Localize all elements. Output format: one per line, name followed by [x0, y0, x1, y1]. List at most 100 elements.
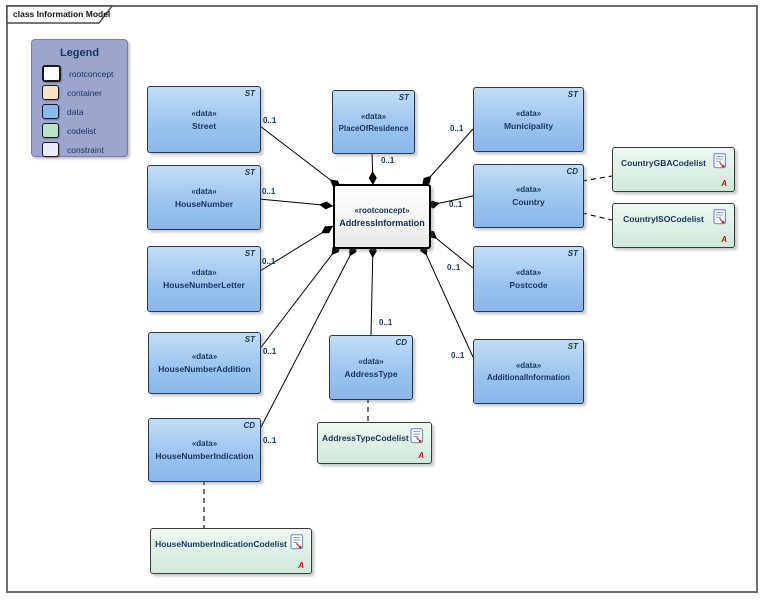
- node-country-iso-codelist[interactable]: CountryISOCodelist A: [612, 203, 735, 248]
- diagram-frame-tab: [6, 5, 114, 24]
- type-tag: ST: [244, 89, 255, 98]
- legend-swatch-data: [42, 104, 59, 119]
- node-additional-information[interactable]: ST «data» AdditionalInformation: [473, 339, 584, 404]
- multiplicity-house-number: 0..1: [262, 187, 276, 196]
- multiplicity-additional-information: 0..1: [451, 351, 465, 360]
- stereotype-label: «data»: [191, 439, 218, 448]
- stereotype-label: «data»: [515, 361, 542, 370]
- node-name: AddressInformation: [339, 217, 425, 228]
- node-address-information[interactable]: «rootconcept» AddressInformation: [333, 184, 431, 249]
- legend-item-rootconcept: rootconcept: [42, 65, 127, 82]
- type-tag: ST: [567, 90, 578, 99]
- legend-label: constraint: [67, 144, 104, 155]
- edge-place-of-residence: [368, 151, 377, 186]
- artifact-badge: A: [721, 235, 727, 244]
- node-country-gba-codelist[interactable]: CountryGBACodelist A: [612, 147, 735, 192]
- node-name: Municipality: [503, 120, 554, 131]
- stereotype-label: «data»: [191, 108, 217, 118]
- multiplicity-postcode: 0..1: [447, 263, 461, 272]
- document-icon: [410, 428, 424, 449]
- legend-label: container: [67, 87, 102, 98]
- stereotype-label: «rootconcept»: [354, 205, 410, 215]
- legend-item-data: data: [42, 104, 127, 119]
- node-name: CountryISOCodelist: [623, 214, 704, 224]
- node-street[interactable]: ST «data» Street: [147, 86, 261, 153]
- multiplicity-house-number-indication: 0..1: [263, 436, 277, 445]
- edge-house-number-indication: [258, 243, 357, 432]
- edge-street: [259, 125, 342, 189]
- node-postcode[interactable]: ST «data» Postcode: [473, 246, 584, 312]
- node-house-number[interactable]: ST «data» HouseNumber: [147, 165, 261, 230]
- node-name: AddressType: [344, 368, 398, 379]
- edge-address-type: [368, 243, 377, 336]
- multiplicity-street: 0..1: [263, 116, 277, 125]
- node-name: CountryGBACodelist: [621, 158, 706, 168]
- node-name: HouseNumberIndication: [155, 451, 254, 461]
- node-municipality[interactable]: ST «data» Municipality: [473, 87, 584, 152]
- legend-label: rootconcept: [69, 68, 114, 79]
- node-place-of-residence[interactable]: ST «data» PlaceOfResidence: [332, 90, 415, 154]
- artifact-badge: A: [721, 179, 727, 188]
- stereotype-label: «data»: [515, 108, 542, 118]
- document-icon: [290, 534, 304, 555]
- node-name: Postcode: [509, 280, 548, 290]
- legend-label: data: [67, 106, 84, 117]
- artifact-badge: A: [418, 451, 424, 460]
- node-name: AddressTypeCodelist: [322, 433, 409, 443]
- legend-swatch-constraint: [42, 142, 59, 157]
- node-name: HouseNumber: [174, 198, 234, 209]
- stereotype-label: «data»: [191, 352, 218, 361]
- stereotype-label: «data»: [515, 185, 542, 194]
- legend-item-constraint: constraint: [42, 142, 127, 157]
- legend-item-container: container: [42, 85, 127, 100]
- edge-additional-information: [420, 242, 474, 358]
- stereotype-label: «data»: [191, 268, 217, 277]
- multiplicity-country: 0..1: [449, 200, 463, 209]
- artifact-badge: A: [298, 561, 304, 570]
- edge-house-number: [258, 198, 334, 210]
- type-tag: ST: [244, 168, 255, 177]
- multiplicity-place-of-residence: 0..1: [381, 156, 395, 165]
- type-tag: ST: [244, 335, 255, 344]
- stereotype-label: «data»: [358, 356, 384, 366]
- multiplicity-municipality: 0..1: [450, 124, 464, 133]
- edge-country: [425, 195, 474, 209]
- node-address-type-codelist[interactable]: AddressTypeCodelist A: [317, 422, 432, 464]
- multiplicity-house-number-letter: 0..1: [262, 257, 276, 266]
- type-tag: CD: [395, 338, 407, 347]
- type-tag: ST: [244, 249, 255, 258]
- stereotype-label: «data»: [515, 268, 542, 277]
- legend-item-codelist: codelist: [42, 123, 127, 138]
- type-tag: ST: [567, 342, 578, 351]
- legend-title: Legend: [59, 47, 100, 59]
- node-name: PlaceOfResidence: [338, 123, 409, 133]
- document-icon: [713, 209, 727, 230]
- node-name: HouseNumberIndicationCodelist: [155, 539, 287, 549]
- node-name: Country: [512, 197, 545, 207]
- node-house-number-addition[interactable]: ST «data» HouseNumberAddition: [148, 332, 261, 394]
- type-tag: ST: [567, 249, 578, 258]
- stereotype-label: «data»: [360, 111, 387, 121]
- stereotype-label: «data»: [191, 186, 217, 196]
- multiplicity-address-type: 0..1: [379, 318, 393, 327]
- node-house-number-indication-codelist[interactable]: HouseNumberIndicationCodelist A: [150, 528, 312, 574]
- node-house-number-letter[interactable]: ST «data» HouseNumberLetter: [147, 246, 261, 312]
- node-address-type[interactable]: CD «data» AddressType: [329, 335, 413, 400]
- node-name: HouseNumberLetter: [163, 280, 245, 290]
- node-name: HouseNumberAddition: [158, 364, 251, 374]
- edge-postcode: [425, 229, 474, 269]
- node-country[interactable]: CD «data» Country: [473, 164, 584, 228]
- diagram-title: class Information Model: [13, 9, 111, 19]
- type-tag: CD: [566, 167, 578, 176]
- edge-house-number-letter: [259, 225, 334, 272]
- legend-items: rootconcept container data codelist cons…: [32, 65, 127, 157]
- node-house-number-indication[interactable]: CD «data» HouseNumberIndication: [148, 418, 261, 482]
- legend-panel: Legend rootconcept container data codeli…: [31, 39, 128, 157]
- legend-swatch-container: [42, 85, 59, 100]
- diagram-frame: [6, 5, 758, 593]
- node-name: AdditionalInformation: [486, 373, 571, 382]
- multiplicity-house-number-addition: 0..1: [263, 347, 277, 356]
- legend-label: codelist: [67, 125, 96, 136]
- legend-swatch-rootconcept: [42, 65, 61, 82]
